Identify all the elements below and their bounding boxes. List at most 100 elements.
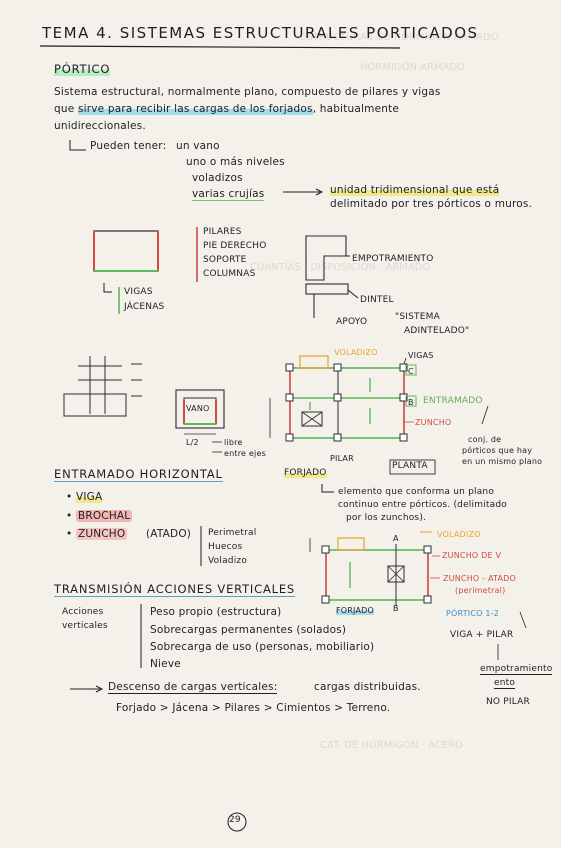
dintel-sketch <box>305 283 349 295</box>
hook-arrow <box>69 140 86 151</box>
forjado-label: FORJADO <box>284 468 327 478</box>
delimitado-text: delimitado por tres pórticos o muros. <box>330 198 533 210</box>
viga-item-text: VIGA <box>75 491 103 503</box>
c-box-label: C <box>408 367 414 376</box>
sistema-label: "SISTEMA <box>395 312 440 322</box>
bleed-through-text: CUANTÍAS · DISPOSICIÓN · ARMADO <box>250 262 431 273</box>
vigas-arrow-label: VIGAS <box>408 351 434 360</box>
dintel-label: DINTEL <box>360 295 394 305</box>
pilar-node <box>399 393 408 402</box>
verticales-label: verticales <box>62 621 108 631</box>
atado-label: (ATADO) <box>146 528 192 540</box>
pilar-node <box>423 545 432 554</box>
pilar-node <box>321 545 330 554</box>
zuncho-v-label: ZUNCHO DE V <box>442 551 502 560</box>
brochal-item-text: BROCHAL <box>75 510 133 522</box>
dintel-pointer <box>347 289 359 299</box>
pilar-node <box>321 595 330 604</box>
l2-label: L/2 <box>186 438 199 447</box>
planta-diagram <box>269 355 489 475</box>
pie-derecho-label: PIE DERECHO <box>203 241 267 251</box>
voladizo-outline <box>299 355 329 369</box>
arrow-head <box>315 188 324 196</box>
empotramiento-sketch <box>305 235 347 281</box>
tipo-perimetral: Perimetral <box>208 528 257 538</box>
pilar-node <box>399 433 408 442</box>
option-voladizos: voladizos <box>192 172 243 184</box>
forjado-label-text: FORJADO <box>284 468 327 478</box>
entramado-horizontal-heading-text: ENTRAMADO HORIZONTAL <box>54 467 223 482</box>
forjado-hueco <box>387 565 405 583</box>
voladizo-2-outline <box>337 537 365 551</box>
portico-pointer <box>519 611 527 629</box>
forjado-outline <box>325 549 429 601</box>
empotramiento-2-cont-text: ento <box>494 678 516 689</box>
transmision-heading: TRANSMISIÓN ACCIONES VERTICALES <box>54 582 295 597</box>
voladizo-label: VOLADIZO <box>334 348 378 357</box>
carga-permanentes: Sobrecargas permanentes (solados) <box>150 624 347 636</box>
portico-definition-line1: Sistema estructural, normalmente plano, … <box>54 86 441 98</box>
descenso-label: Descenso de cargas verticales: <box>108 681 278 694</box>
pilar-node <box>285 393 294 402</box>
tipo-huecos: Huecos <box>208 542 243 552</box>
portico-definition-line2: que sirve para recibir las cargas de los… <box>54 103 399 115</box>
grid-box <box>63 393 127 417</box>
page-number: 29 <box>229 815 241 825</box>
transmision-heading-text: TRANSMISIÓN ACCIONES VERTICALES <box>54 582 295 597</box>
acciones-label: Acciones <box>62 607 104 617</box>
entramado-label: ENTRAMADO <box>423 396 483 406</box>
portico-1-2-label: PÓRTICO 1-2 <box>446 609 500 618</box>
empotramiento-2-cont: ento <box>494 678 516 689</box>
forjado-diagram <box>309 531 527 660</box>
planta-outline <box>289 367 405 439</box>
soporte-label: SOPORTE <box>203 255 247 265</box>
a-axis-label: A <box>393 534 399 543</box>
conj-label-1: conj. de <box>468 435 502 444</box>
voladizo-2-label: VOLADIZO <box>437 530 481 539</box>
pueden-tener-label: Pueden tener: <box>90 140 167 152</box>
def-rest: , habitualmente <box>312 103 400 115</box>
empotramiento-2-label: empotramiento <box>480 664 553 675</box>
empotramiento-label: EMPOTRAMIENTO <box>352 254 434 264</box>
jacenas-label: JÁCENAS <box>124 302 165 312</box>
page-title: TEMA 4. SISTEMAS ESTRUCTURALES PORTICADO… <box>42 24 479 42</box>
pilar-node <box>285 363 294 372</box>
libre-label: libre <box>224 438 243 447</box>
bleed-through-text: CAT. DE HORMIGÓN · ACERO <box>320 740 463 751</box>
option-crujias-text: varias crujías <box>192 188 265 201</box>
zuncho-atado-label: ZUNCHO - ATADO <box>443 574 517 583</box>
option-niveles: uno o más niveles <box>186 156 285 168</box>
carga-peso-propio: Peso propio (estructura) <box>150 606 282 618</box>
option-crujias: varias crujías <box>192 188 265 201</box>
conj-label-2: pórticos que hay <box>462 446 533 455</box>
portico-heading: PÓRTICO <box>54 62 111 76</box>
conj-label-3: en un mismo plano <box>462 457 543 466</box>
entre-ejes-label: entre ejes <box>224 449 266 458</box>
pilar-node <box>333 433 342 442</box>
b-box-label: B <box>408 398 414 407</box>
forjado-desc-3: por los zunchos). <box>346 513 427 523</box>
def-sirve-highlight: sirve para recibir las cargas de los for… <box>77 103 313 115</box>
planta-hueco <box>301 411 323 427</box>
carga-uso: Sobrecarga de uso (personas, mobiliario) <box>150 641 375 653</box>
list-item-zuncho: • ZUNCHO <box>66 528 128 540</box>
adintelado-label: ADINTELADO" <box>404 326 470 336</box>
pilar-node <box>399 363 408 372</box>
carga-nieve: Nieve <box>150 658 181 670</box>
pilar-node <box>333 393 342 402</box>
entramado-horizontal-heading: ENTRAMADO HORIZONTAL <box>54 467 223 482</box>
page-number-circle <box>227 812 247 832</box>
def-que: que <box>54 103 75 115</box>
vigas-pointer <box>403 357 407 365</box>
c-box <box>405 364 417 376</box>
pilar-node <box>423 595 432 604</box>
pilar-label: PILAR <box>330 454 354 463</box>
forjado-desc-2: continuo entre pórticos. (delimitado <box>338 500 507 510</box>
planta-box <box>389 459 436 475</box>
b-box <box>405 395 417 407</box>
cadena-cargas: Forjado > Jácena > Pilares > Cimientos >… <box>116 702 391 714</box>
portico-heading-text: PÓRTICO <box>54 62 111 76</box>
title-underline <box>39 45 401 49</box>
